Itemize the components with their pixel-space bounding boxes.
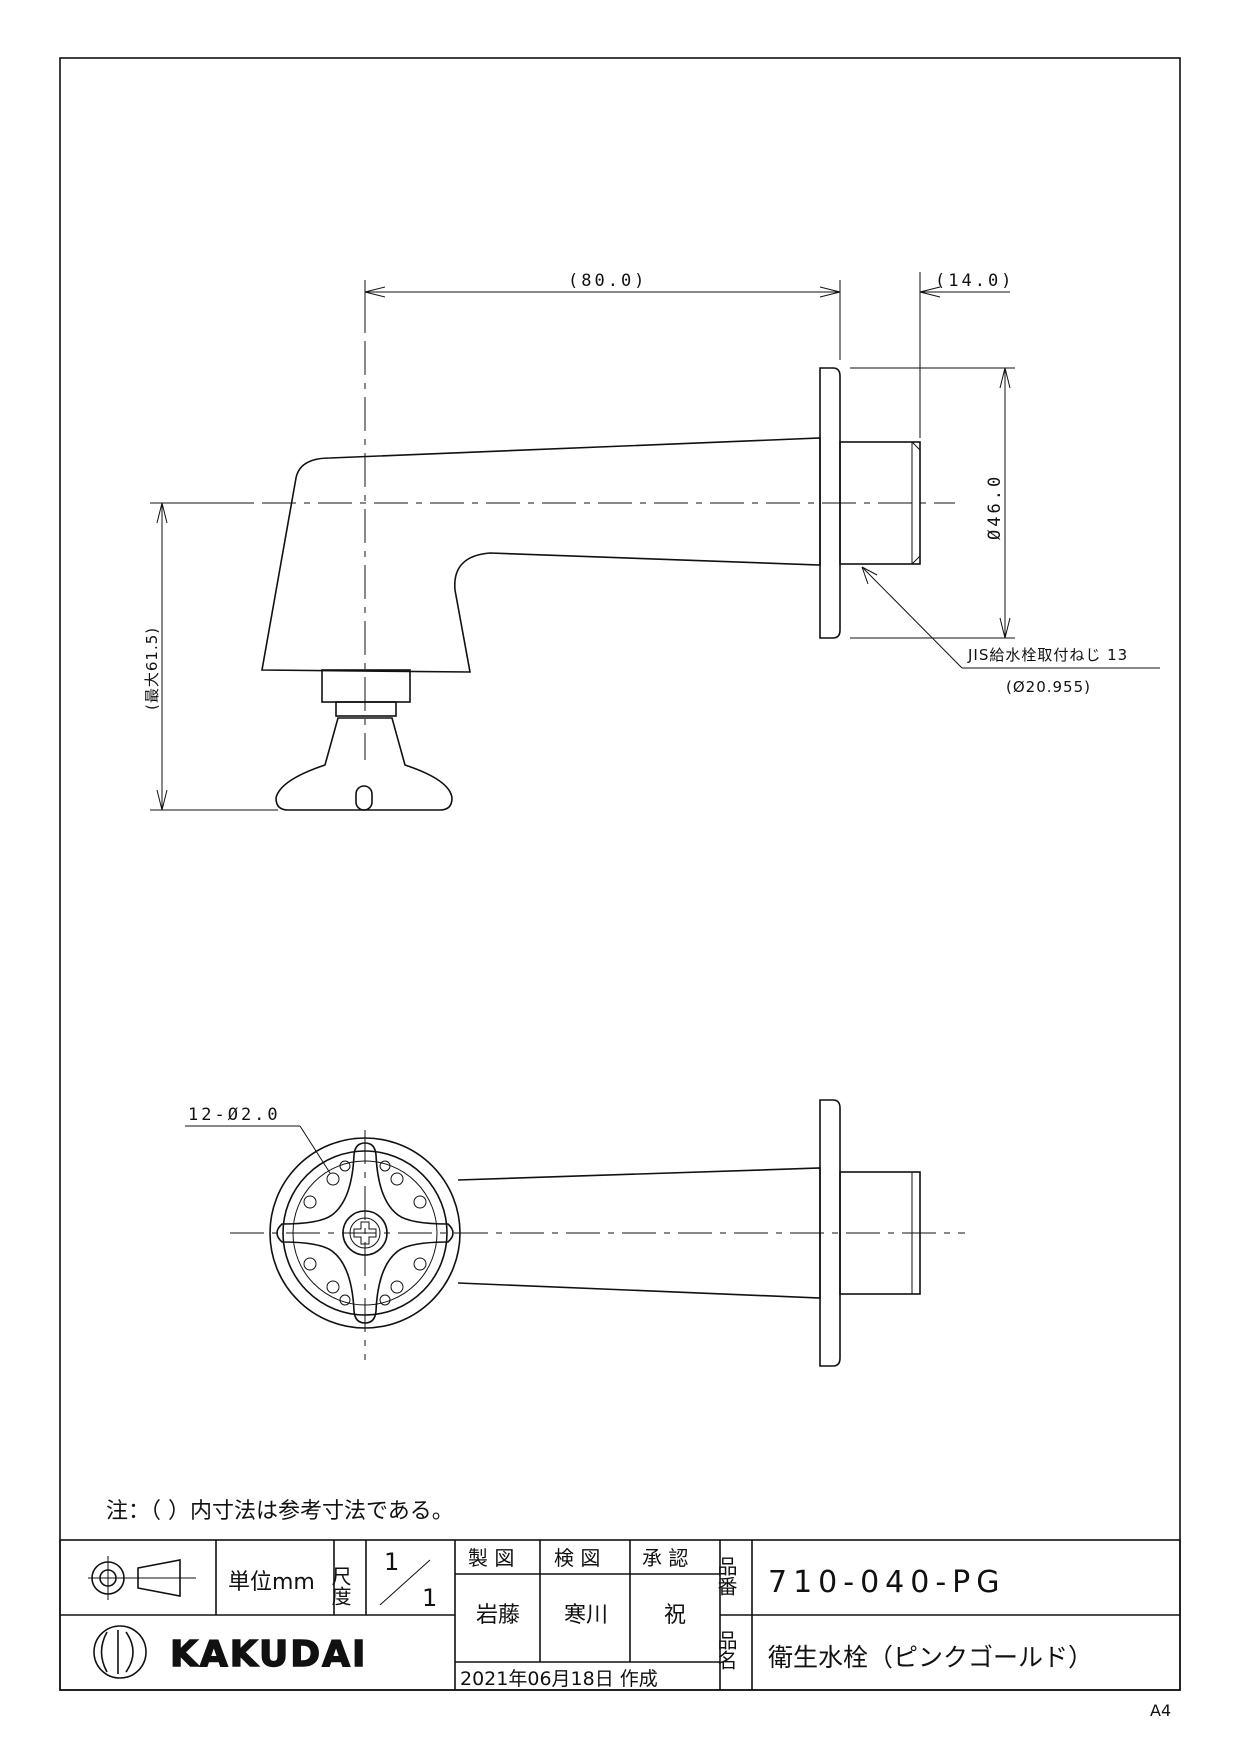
approved-by: 祝 — [664, 1603, 686, 1628]
part-name: 衛生水栓（ピンクゴールド） — [768, 1643, 1093, 1672]
scale-top: 1 — [384, 1548, 399, 1576]
side-view: (80.0) (14.0) Ø46.0 (最大61.5) JIS給水栓取付ねじ … — [143, 271, 1160, 811]
stem — [321, 669, 411, 703]
flange — [819, 367, 841, 639]
unit-label: 単位mm — [228, 1570, 315, 1595]
note: 注：（ ）内寸法は参考寸法である。 — [106, 1499, 454, 1524]
handle — [275, 717, 453, 811]
drawn-by: 岩藤 — [476, 1603, 520, 1628]
kakudai-logo: KAKUDAI — [93, 1625, 367, 1679]
dim-flange-diameter: Ø46.0 — [985, 474, 1005, 540]
company-name: KAKUDAI — [170, 1634, 367, 1675]
base-circle — [269, 1137, 461, 1329]
approved-by-header: 承 認 — [642, 1546, 688, 1570]
top-view: 12-Ø2.0 — [185, 1099, 965, 1367]
part-name-label: 品名 — [714, 1630, 738, 1670]
title-block: 単位mm 尺度 1 1 製 図 検 図 承 認 岩藤 寒川 祝 2021年06月… — [59, 1539, 1181, 1691]
part-no-label: 品番 — [714, 1556, 738, 1596]
third-angle-projection-icon — [88, 1556, 196, 1600]
sheet-size: A4 — [1150, 1701, 1171, 1720]
cross-handle — [276, 1142, 454, 1324]
part-no: 710-040-PG — [768, 1565, 1006, 1600]
mounting-holes — [303, 1160, 427, 1306]
faucet-body — [261, 437, 821, 673]
thread-spec: JIS給水栓取付ねじ 13 — [967, 646, 1128, 664]
checked-by-header: 検 図 — [554, 1546, 600, 1570]
screw — [342, 1210, 388, 1256]
holes-label: 12-Ø2.0 — [188, 1105, 281, 1125]
scale-label: 尺度 — [328, 1566, 352, 1606]
drawn-by-header: 製 図 — [468, 1546, 514, 1570]
thread — [839, 441, 921, 565]
scale-bottom: 1 — [422, 1584, 437, 1612]
dim-thread-length: (14.0) — [935, 271, 1014, 291]
date: 2021年06月18日 作成 — [460, 1668, 658, 1690]
drawing-border — [59, 57, 1181, 1691]
dim-length: (80.0) — [568, 271, 647, 291]
dim-max-height: (最大61.5) — [143, 627, 161, 710]
thread-diameter: (Ø20.955) — [1006, 678, 1091, 696]
checked-by: 寒川 — [564, 1603, 608, 1628]
